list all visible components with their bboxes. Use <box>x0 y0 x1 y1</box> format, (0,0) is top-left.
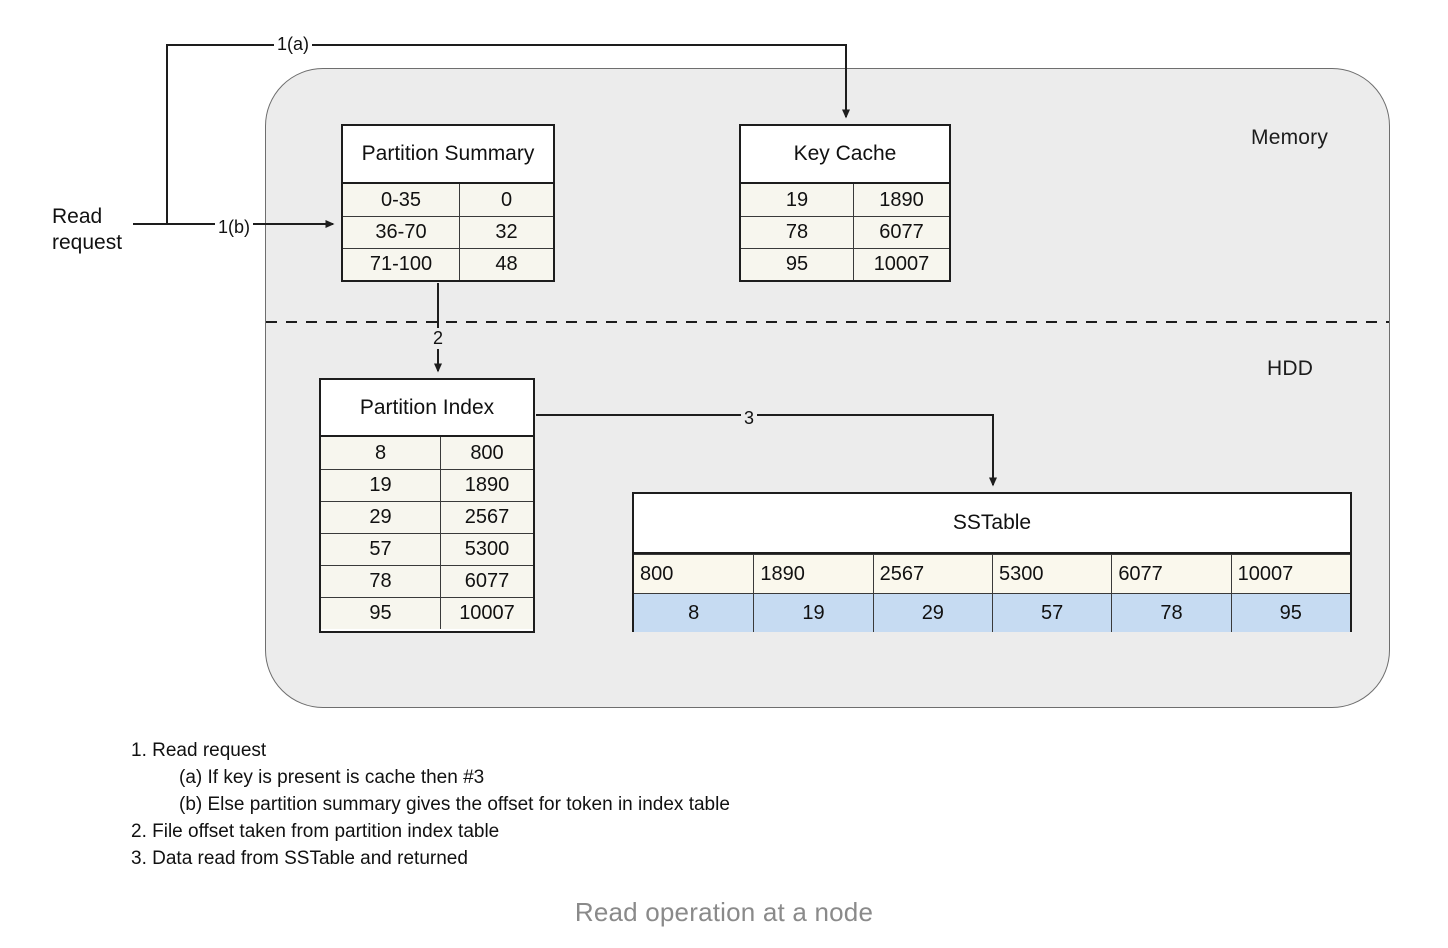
cell-offset: 1890 <box>853 184 949 216</box>
cell-key: 8 <box>321 437 440 469</box>
cell-offset: 1890 <box>753 555 873 593</box>
cell-offset: 6077 <box>853 217 949 248</box>
cell-range: 0-35 <box>343 184 459 216</box>
table-row: 29 2567 <box>321 501 533 533</box>
wire-label-2: 2 <box>430 328 447 349</box>
cell-offset: 32 <box>459 217 553 248</box>
cell-key: 19 <box>321 470 440 501</box>
cell-offset: 6077 <box>1111 555 1231 593</box>
cell-key: 78 <box>1111 594 1231 632</box>
table-row: 95 10007 <box>741 248 949 280</box>
wire-label-1b: 1(b) <box>215 217 254 238</box>
cell-range: 71-100 <box>343 249 459 280</box>
cell-key: 57 <box>991 594 1112 632</box>
cell-offset: 10007 <box>440 598 533 629</box>
cell-key: 57 <box>321 534 440 565</box>
legend-item: (b) Else partition summary gives the off… <box>179 794 730 815</box>
cell-offset: 5300 <box>991 555 1112 593</box>
table-row: 19 1890 <box>321 469 533 501</box>
cell-range: 36-70 <box>343 217 459 248</box>
table-row: 8 800 <box>321 437 533 469</box>
table-row: 36-70 32 <box>343 216 553 248</box>
table-row: 95 10007 <box>321 597 533 629</box>
partition-index-title: Partition Index <box>321 380 533 437</box>
figure-caption: Read operation at a node <box>574 897 874 927</box>
memory-tier-label: Memory <box>1251 126 1329 149</box>
legend-item: 1. Read request <box>131 740 267 761</box>
table-row: 78 6077 <box>321 565 533 597</box>
wire-label-1a: 1(a) <box>274 34 313 55</box>
table-row: 57 5300 <box>321 533 533 565</box>
table-row: 19 1890 <box>741 184 949 216</box>
sstable-key-row: 8 19 29 57 78 95 <box>634 593 1350 632</box>
table-row: 71-100 48 <box>343 248 553 280</box>
sstable-table: SSTable 800 1890 2567 5300 6077 10007 8 … <box>632 492 1352 632</box>
cell-offset: 1890 <box>440 470 533 501</box>
cell-key: 78 <box>321 566 440 597</box>
key-cache-table: Key Cache 19 1890 78 6077 95 10007 <box>739 124 951 282</box>
cell-offset: 10007 <box>853 249 949 280</box>
legend-item: 2. File offset taken from partition inde… <box>131 821 500 842</box>
cell-offset: 6077 <box>440 566 533 597</box>
table-row: 0-35 0 <box>343 184 553 216</box>
cell-offset: 5300 <box>440 534 533 565</box>
cell-key: 8 <box>634 594 754 632</box>
partition-summary-table: Partition Summary 0-35 0 36-70 32 71-100… <box>341 124 555 282</box>
cell-key: 95 <box>741 249 853 280</box>
partition-summary-title: Partition Summary <box>343 126 553 184</box>
cell-key: 78 <box>741 217 853 248</box>
sstable-offset-row: 800 1890 2567 5300 6077 10007 <box>634 554 1350 593</box>
cell-offset: 800 <box>440 437 533 469</box>
cell-key: 95 <box>1230 594 1350 632</box>
legend-item: (a) If key is present is cache then #3 <box>179 767 485 788</box>
legend-item: 3. Data read from SSTable and returned <box>131 848 468 869</box>
hdd-tier-label: HDD <box>1267 357 1314 380</box>
cell-offset: 10007 <box>1230 555 1350 593</box>
cell-key: 29 <box>872 594 992 632</box>
read-request-label: Read request <box>52 205 123 254</box>
cell-offset: 2567 <box>872 555 992 593</box>
cell-offset: 0 <box>459 184 553 216</box>
cell-key: 29 <box>321 502 440 533</box>
cell-key: 95 <box>321 598 440 629</box>
cell-offset: 800 <box>634 555 754 593</box>
sstable-title: SSTable <box>634 494 1350 554</box>
legend: 1. Read request (a) If key is present is… <box>131 737 730 872</box>
cell-key: 19 <box>753 594 873 632</box>
cell-offset: 48 <box>459 249 553 280</box>
cell-key: 19 <box>741 184 853 216</box>
key-cache-title: Key Cache <box>741 126 949 184</box>
wire-label-3: 3 <box>741 408 758 429</box>
cell-offset: 2567 <box>440 502 533 533</box>
partition-index-table: Partition Index 8 800 19 1890 29 2567 57… <box>319 378 535 633</box>
table-row: 78 6077 <box>741 216 949 248</box>
